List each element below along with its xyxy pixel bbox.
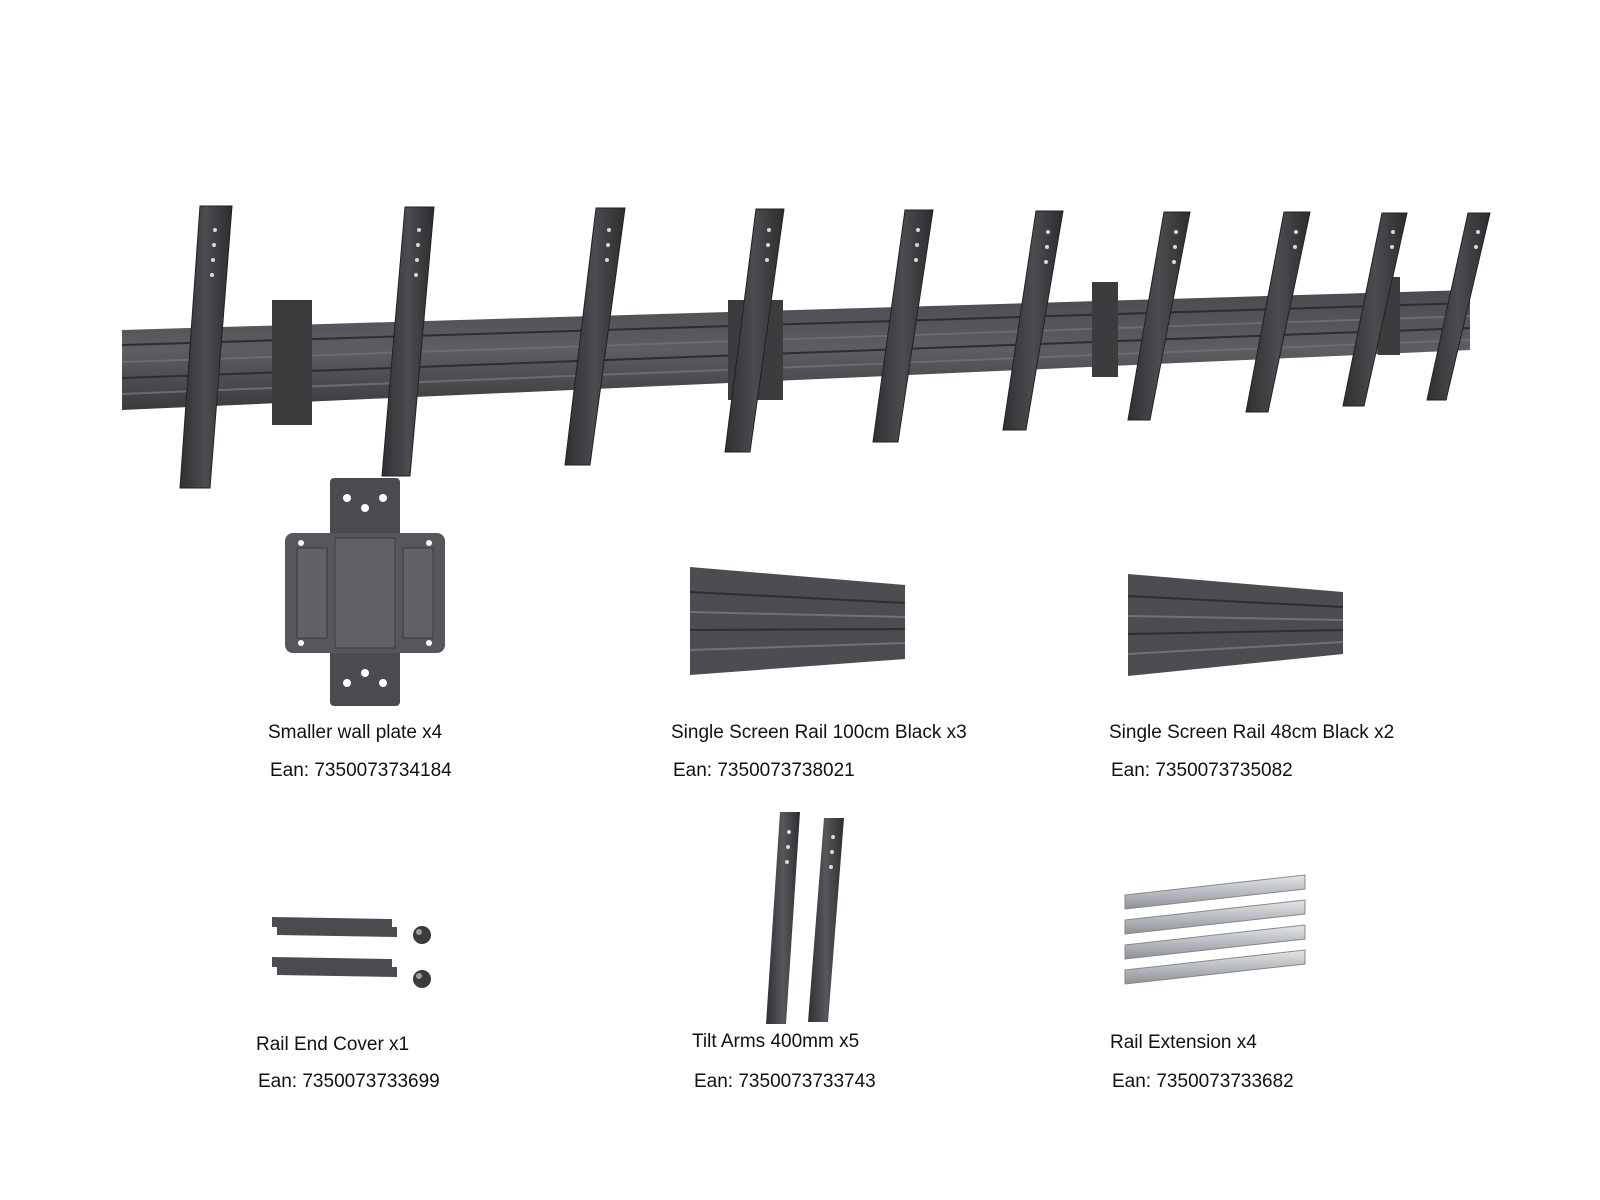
arm-holes (210, 228, 1480, 277)
assembled-mount-image (121, 205, 1491, 489)
part-ean-rail-end-cover: Ean: 7350073733699 (258, 1071, 440, 1092)
tilt-arms-image (766, 812, 844, 1024)
part-title-rail-end-cover: Rail End Cover x1 (256, 1034, 410, 1055)
rail-end-cover-image (272, 917, 431, 988)
wall-plate-image (285, 478, 445, 706)
part-title-tilt-arms: Tilt Arms 400mm x5 (692, 1031, 860, 1052)
long-rail (121, 290, 1471, 410)
part-title-rail-100cm: Single Screen Rail 100cm Black x3 (671, 722, 967, 743)
rail-48cm-image (1127, 574, 1344, 676)
part-title-wall-plate: Smaller wall plate x4 (268, 722, 443, 743)
part-ean-rail-100cm: Ean: 7350073738021 (673, 760, 855, 781)
rail-100cm-image (689, 567, 906, 675)
tilt-arms-row (179, 205, 1491, 489)
part-ean-tilt-arms: Ean: 7350073733743 (694, 1071, 876, 1092)
rail-extension-image (1124, 874, 1306, 985)
part-ean-rail-extension: Ean: 7350073733682 (1112, 1071, 1294, 1092)
part-title-rail-48cm: Single Screen Rail 48cm Black x2 (1109, 722, 1395, 743)
part-title-rail-extension: Rail Extension x4 (1110, 1032, 1257, 1053)
part-ean-wall-plate: Ean: 7350073734184 (270, 760, 452, 781)
part-ean-rail-48cm: Ean: 7350073735082 (1111, 760, 1293, 781)
